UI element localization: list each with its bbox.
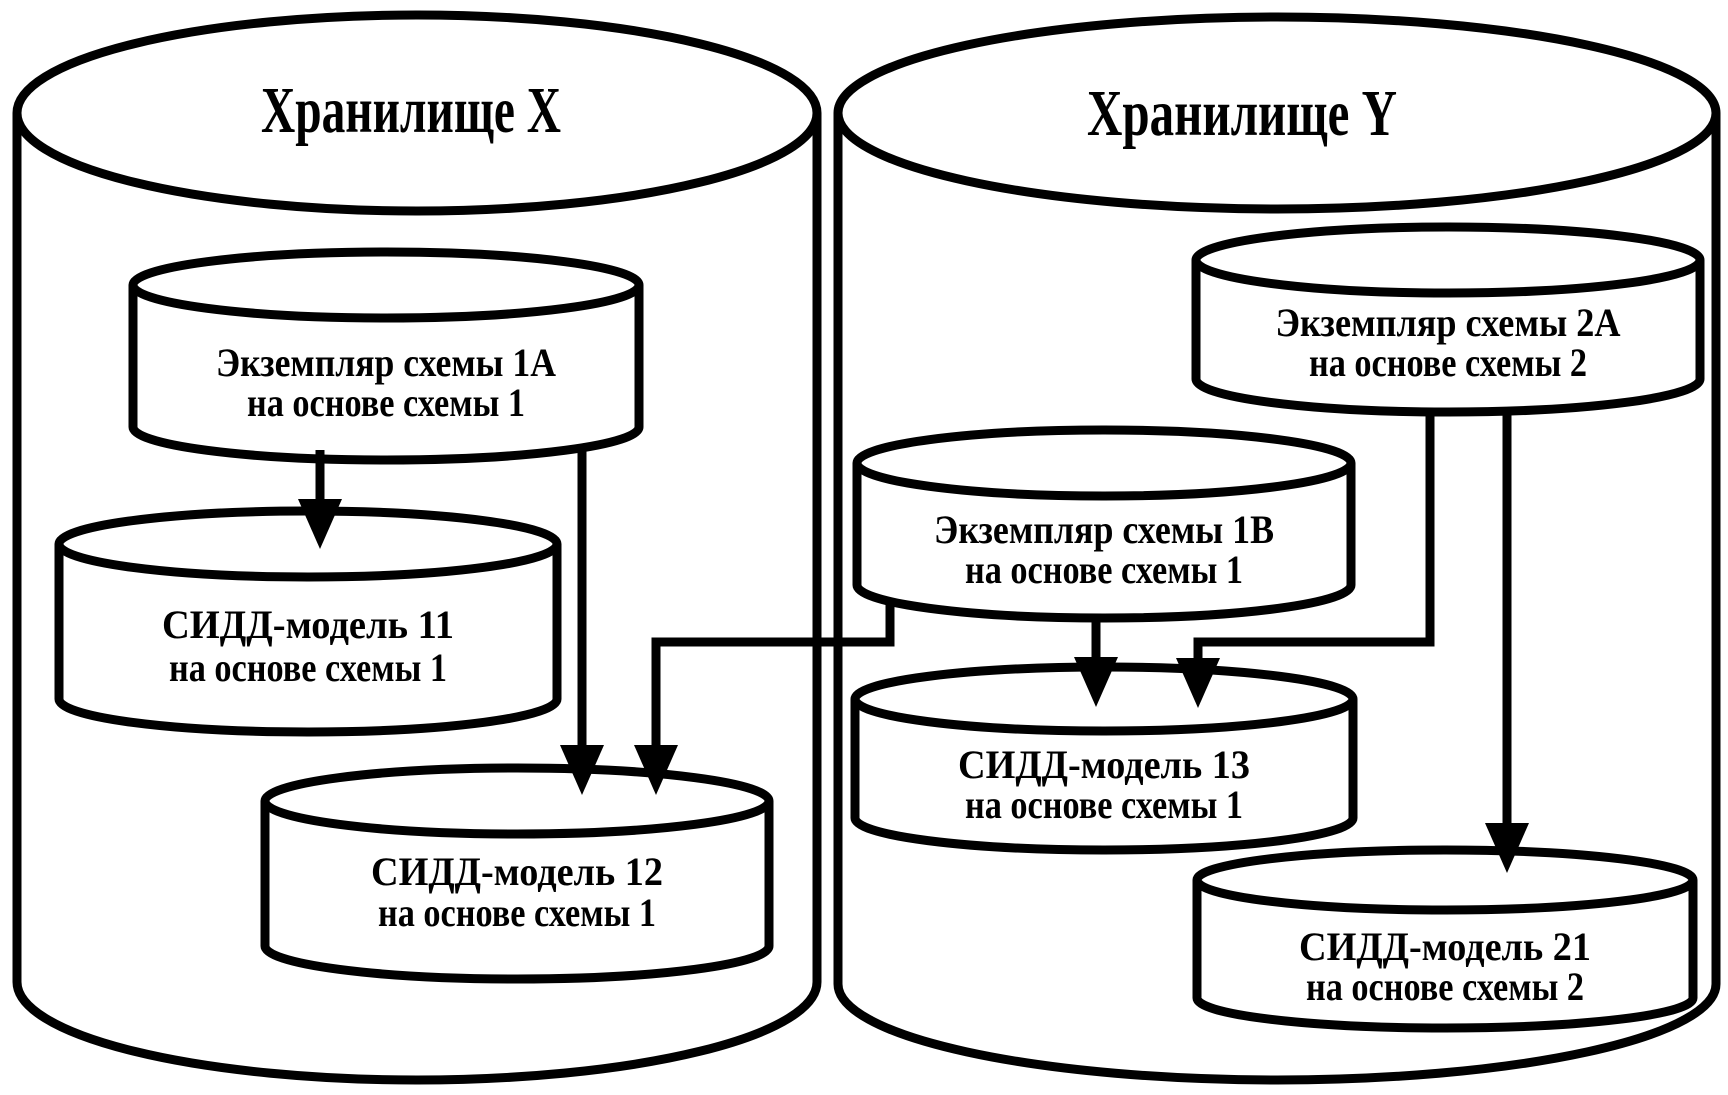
cylinder-label-line1: Экземпляр схемы 2А (1276, 300, 1621, 345)
cylinder-top-ellipse (260, 763, 774, 839)
cylinder-body (54, 544, 562, 737)
arrow-schema1b-to-model13 (1074, 616, 1118, 707)
storage-y-top-ellipse (833, 12, 1721, 214)
arrow-head-icon (560, 745, 604, 795)
cylinder-body (852, 463, 1356, 623)
cylinder-label-line2: на основе схемы 1 (169, 645, 447, 690)
arrow-head-icon (1176, 658, 1220, 708)
cylinder-model-11: СИДД-модель 11 на основе схемы 1 (54, 506, 562, 737)
arrow-elbow (1193, 408, 1435, 662)
arrow-elbow (651, 601, 895, 750)
storage-x-top-ellipse (12, 10, 822, 216)
cylinder-body (1192, 880, 1698, 1033)
cylinder-label-line1: СИДД-модель 12 (371, 849, 663, 894)
cylinder-top-ellipse (1191, 222, 1705, 298)
arrow-head-icon (1485, 823, 1529, 873)
cylinder-label-line1: Экземпляр схемы 1В (934, 507, 1274, 552)
cylinder-label-line2: на основе схемы 1 (965, 782, 1243, 827)
cylinder-label-line1: Экземпляр схемы 1А (216, 340, 556, 385)
cylinder-body (850, 699, 1358, 855)
cylinder-schema-instance-2a: Экземпляр схемы 2А на основе схемы 2 (1191, 222, 1705, 417)
cylinder-top-ellipse (852, 425, 1356, 501)
cylinder-label-line1: СИДД-модель 11 (162, 602, 454, 647)
cylinder-model-21: СИДД-модель 21 на основе схемы 2 (1192, 845, 1698, 1033)
arrow-schema2a-to-model13 (1176, 408, 1435, 708)
cylinder-label-line1: СИДД-модель 21 (1299, 924, 1591, 969)
cylinder-label-line2: на основе схемы 1 (247, 380, 525, 425)
cylinder-model-12: СИДД-модель 12 на основе схемы 1 (260, 763, 774, 984)
cylinder-label-line1: СИДД-модель 13 (958, 742, 1250, 787)
storage-y-title: Хранилище Y (1087, 77, 1397, 150)
cylinder-label-line2: на основе схемы 1 (965, 547, 1243, 592)
arrow-schema2a-to-model21 (1485, 408, 1529, 873)
cylinder-body (128, 285, 644, 465)
arrow-schema1a-to-model12 (560, 445, 604, 795)
cylinder-top-ellipse (1192, 845, 1698, 915)
arrow-head-icon (634, 745, 678, 795)
cylinder-schema-instance-1a: Экземпляр схемы 1А на основе схемы 1 (128, 247, 644, 465)
cylinder-schema-instance-1b: Экземпляр схемы 1В на основе схемы 1 (852, 425, 1356, 623)
cylinder-label-line2: на основе схемы 2 (1306, 964, 1584, 1009)
cylinder-label-line2: на основе схемы 1 (378, 890, 656, 935)
arrow-head-icon (1074, 657, 1118, 707)
arrow-head-icon (298, 499, 342, 549)
storage-x-title: Хранилище X (261, 74, 561, 147)
cylinder-label-line2: на основе схемы 2 (1309, 340, 1587, 385)
cylinder-model-13: СИДД-модель 13 на основе схемы 1 (850, 662, 1358, 855)
cylinder-body (1191, 260, 1705, 417)
cylinder-body (260, 801, 774, 984)
arrow-schema1a-to-model11 (298, 450, 342, 549)
arrow-schema1b-to-model12 (634, 601, 895, 795)
cylinder-top-ellipse (128, 247, 644, 323)
